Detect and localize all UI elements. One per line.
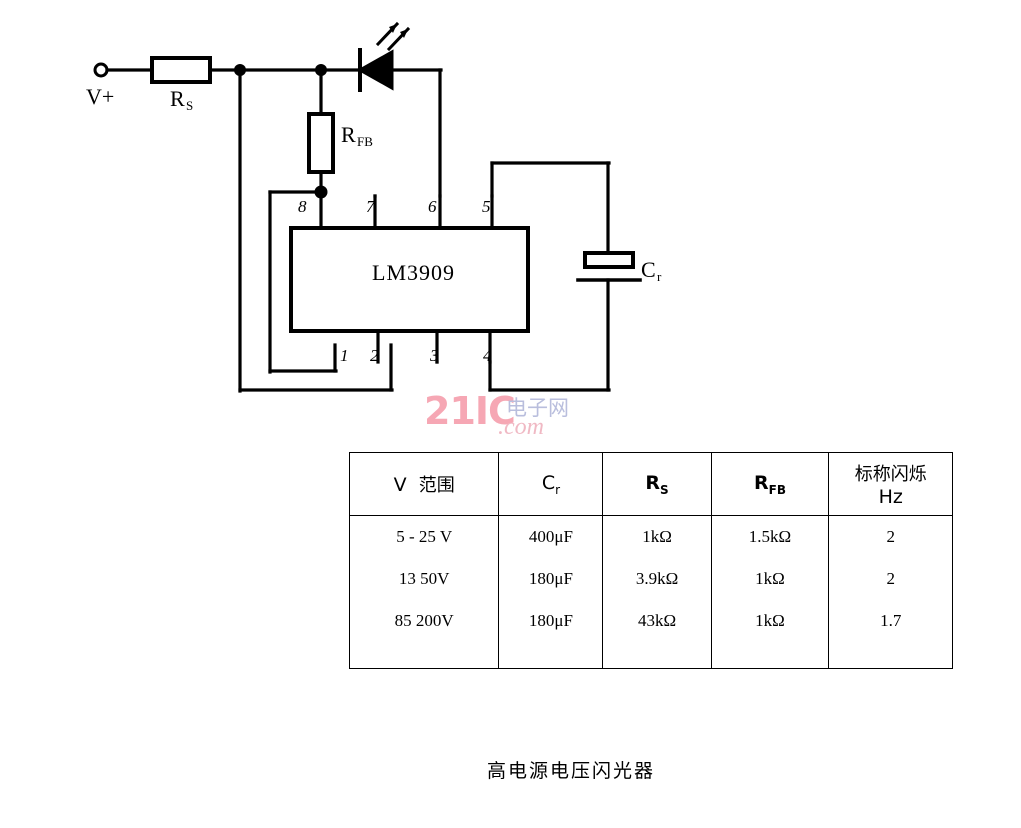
- ic-body-lm3909: [289, 226, 530, 333]
- table-row: 13 50V 180μF 3.9kΩ 1kΩ 2: [348, 558, 953, 600]
- header-v-main: V: [393, 474, 407, 496]
- led-light-arrowhead-1: [389, 24, 397, 33]
- figure-caption: 高电源电压闪光器: [487, 760, 655, 782]
- spacer-cell: [498, 642, 604, 669]
- capacitor-sub: r: [657, 269, 662, 284]
- spacer-cell: [602, 642, 712, 669]
- pin-number-7: 7: [366, 197, 376, 216]
- supply-terminal-label: V+: [86, 84, 114, 109]
- cell-voltage-range: 85 200V: [348, 600, 500, 642]
- pin-number-1: 1: [340, 346, 349, 365]
- table-header-capacitor: Cr: [498, 452, 604, 516]
- table-header-row: V 范围 Cr RS RFB 标称闪烁 Hz: [348, 452, 953, 516]
- header-rs-main: R: [645, 471, 660, 494]
- header-c-main: C: [541, 471, 556, 494]
- cell-voltage-range: 13 50V: [348, 558, 500, 600]
- table-header-rfb: RFB: [710, 452, 830, 516]
- supply-terminal-node: [93, 62, 109, 78]
- pin-number-8: 8: [298, 197, 307, 216]
- cell-capacitance: 180μF: [498, 558, 604, 600]
- table-row-spacer: [348, 642, 953, 669]
- led-light-arrowhead-2: [400, 29, 408, 38]
- pin-number-4: 4: [483, 346, 492, 365]
- header-hz-unit: Hz: [878, 486, 903, 508]
- header-v-cn: 范围: [418, 475, 455, 496]
- specification-table: V 范围 Cr RS RFB 标称闪烁 Hz 5 -: [348, 452, 953, 669]
- series-resistor-body: [150, 56, 212, 84]
- table-header-rs: RS: [602, 452, 712, 516]
- table-header-voltage-range: V 范围: [348, 452, 500, 516]
- header-rfb-sub: FB: [768, 482, 786, 497]
- capacitor-label: C: [641, 257, 656, 282]
- table-header-flash-rate: 标称闪烁 Hz: [828, 452, 953, 516]
- pin-number-5: 5: [482, 197, 491, 216]
- capacitor-top-plate: [583, 251, 635, 269]
- cell-flash-rate: 2: [828, 515, 953, 558]
- cell-rfb: 1.5kΩ: [710, 515, 830, 558]
- series-resistor-sub: S: [186, 98, 193, 113]
- feedback-resistor-body: [307, 112, 335, 174]
- cell-rs: 43kΩ: [602, 600, 712, 642]
- cell-rs: 3.9kΩ: [602, 558, 712, 600]
- ic-part-number: LM3909: [372, 260, 455, 285]
- table-row: 5 - 25 V 400μF 1kΩ 1.5kΩ 2: [348, 515, 953, 558]
- led-triangle: [356, 49, 394, 91]
- spacer-cell: [348, 642, 500, 669]
- table-row: 85 200V 180μF 43kΩ 1kΩ 1.7: [348, 600, 953, 642]
- cell-flash-rate: 2: [828, 558, 953, 600]
- cell-rs: 1kΩ: [602, 515, 712, 558]
- pin-number-2: 2: [370, 346, 379, 365]
- header-c-sub: r: [555, 482, 561, 497]
- cell-rfb: 1kΩ: [710, 600, 830, 642]
- spacer-cell: [828, 642, 953, 669]
- header-rfb-main: R: [753, 471, 769, 494]
- feedback-resistor-label: R: [341, 122, 356, 147]
- header-hz-cn: 标称闪烁: [854, 464, 927, 485]
- spacer-cell: [710, 642, 830, 669]
- cell-flash-rate: 1.7: [828, 600, 953, 642]
- pin-number-6: 6: [428, 197, 437, 216]
- cell-voltage-range: 5 - 25 V: [348, 515, 500, 558]
- cell-capacitance: 180μF: [498, 600, 604, 642]
- feedback-resistor-sub: FB: [357, 134, 373, 149]
- series-resistor-label: R: [170, 86, 185, 111]
- header-rs-sub: S: [660, 482, 669, 497]
- cell-capacitance: 400μF: [498, 515, 604, 558]
- pin-number-3: 3: [429, 346, 439, 365]
- cell-rfb: 1kΩ: [710, 558, 830, 600]
